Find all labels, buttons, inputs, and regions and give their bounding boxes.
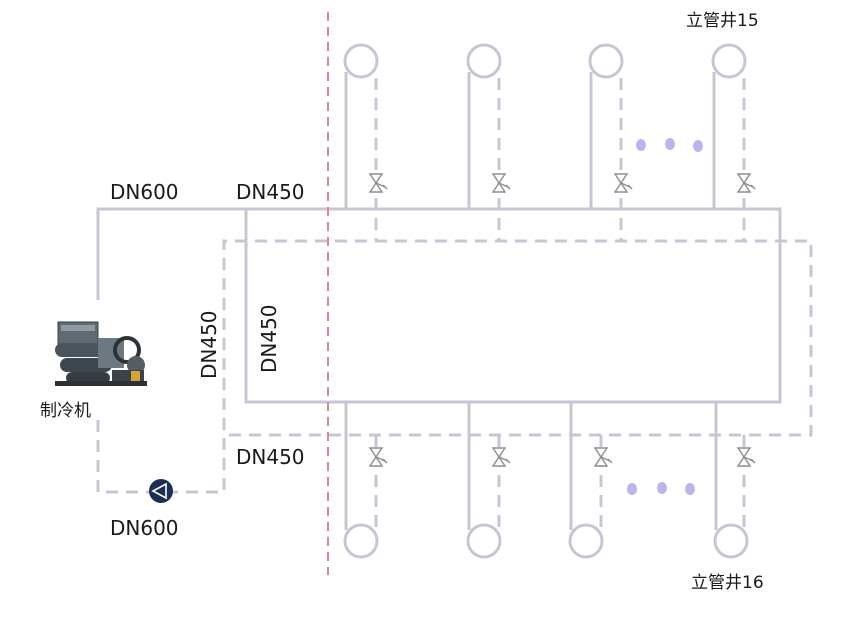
chiller-label: 制冷机 [40,401,91,421]
balancing-valve-icon[interactable] [369,173,388,193]
return-vertical-size-label: DN450 [197,310,221,379]
riser-terminals [343,43,749,559]
balancing-valve-icon[interactable] [492,447,511,467]
supply-main-pipe [96,207,780,300]
supply-main-size-label: DN600 [110,180,179,204]
riser-terminal-bottom-2 [466,523,502,559]
balancing-valve-icon[interactable] [594,447,613,467]
balancing-valve-icon[interactable] [369,447,388,467]
balancing-valve-icon[interactable] [737,447,756,467]
return-main-size-label: DN600 [110,516,179,540]
riser-terminal-top-4 [711,43,747,79]
return-main-pipe [96,239,813,494]
return-pipe-network [96,78,813,527]
supply-branch-size-label: DN450 [236,180,305,204]
balancing-valve-icon[interactable] [737,173,756,193]
balancing-valve-icon[interactable] [492,173,511,193]
riser-terminal-top-1 [343,43,379,79]
ellipsis-dots-top [636,138,703,152]
riser-terminal-top-3 [588,43,624,79]
riser-terminal-top-2 [466,43,502,79]
ellipsis-dots-bottom [627,482,695,495]
riser-terminal-bottom-4 [713,523,749,559]
riser-shaft-16-label: 立管井16 [691,573,764,593]
riser-shaft-15-label: 立管井15 [686,11,759,31]
chiller-unit-icon[interactable] [55,321,147,386]
riser-terminal-bottom-1 [343,523,379,559]
supply-pipe-network [96,72,782,530]
return-lower-size-label: DN450 [236,445,305,469]
supply-vertical-size-label: DN450 [257,304,281,373]
balancing-valve-icon[interactable] [614,173,633,193]
supply-loop-pipe [244,207,782,404]
riser-terminal-bottom-3 [568,523,604,559]
pump-triangle-icon[interactable] [149,479,173,503]
